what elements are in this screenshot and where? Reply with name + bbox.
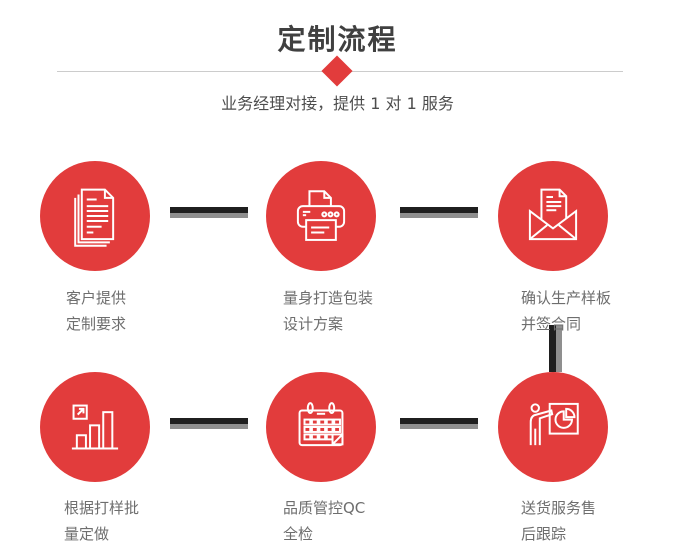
step-circle-3: [498, 161, 608, 271]
page-title: 定制流程: [277, 23, 398, 56]
step-label-1: 客户提供 定制要求: [66, 285, 126, 337]
step-circle-2: [266, 161, 376, 271]
step-label-line: 后跟踪: [521, 525, 567, 543]
step-circle-1: [40, 161, 150, 271]
connector-step3-step6: [549, 325, 562, 372]
step-label-4: 根据打样批 量定做: [64, 495, 139, 547]
step-label-line: 并签合同: [521, 315, 582, 333]
connector-step2-step3: [400, 207, 478, 218]
step-label-line: 量身打造包装: [283, 289, 374, 307]
connector-step1-step2: [170, 207, 248, 218]
step-label-3: 确认生产样板 并签合同: [521, 285, 611, 337]
step-label-line: 客户提供: [66, 289, 127, 307]
step-circle-5: [266, 372, 376, 482]
envelope-icon: [520, 183, 586, 249]
step-label-line: 设计方案: [283, 315, 344, 333]
connector-step4-step5: [170, 418, 248, 429]
step-label-2: 量身打造包装 设计方案: [283, 285, 373, 337]
documents-icon: [62, 183, 128, 249]
connector-step5-step6: [400, 418, 478, 429]
bar-chart-icon: [62, 394, 128, 460]
printer-icon: [288, 183, 354, 249]
step-label-6: 送货服务售 后跟踪: [521, 495, 596, 547]
step-label-line: 确认生产样板: [521, 289, 612, 307]
step-label-line: 送货服务售: [521, 499, 597, 517]
step-label-line: 根据打样批: [64, 499, 140, 517]
step-label-line: 品质管控QC: [283, 499, 366, 517]
calendar-icon: [288, 394, 354, 460]
step-circle-6: [498, 372, 608, 482]
step-label-5: 品质管控QC 全检: [283, 495, 365, 547]
step-label-line: 量定做: [64, 525, 110, 543]
step-label-line: 定制要求: [66, 315, 127, 333]
diamond-accent-icon: [321, 55, 353, 87]
presentation-icon: [520, 394, 586, 460]
page-subtitle: 业务经理对接，提供 1 对 1 服务: [221, 94, 454, 113]
step-label-line: 全检: [283, 525, 314, 543]
step-circle-4: [40, 372, 150, 482]
